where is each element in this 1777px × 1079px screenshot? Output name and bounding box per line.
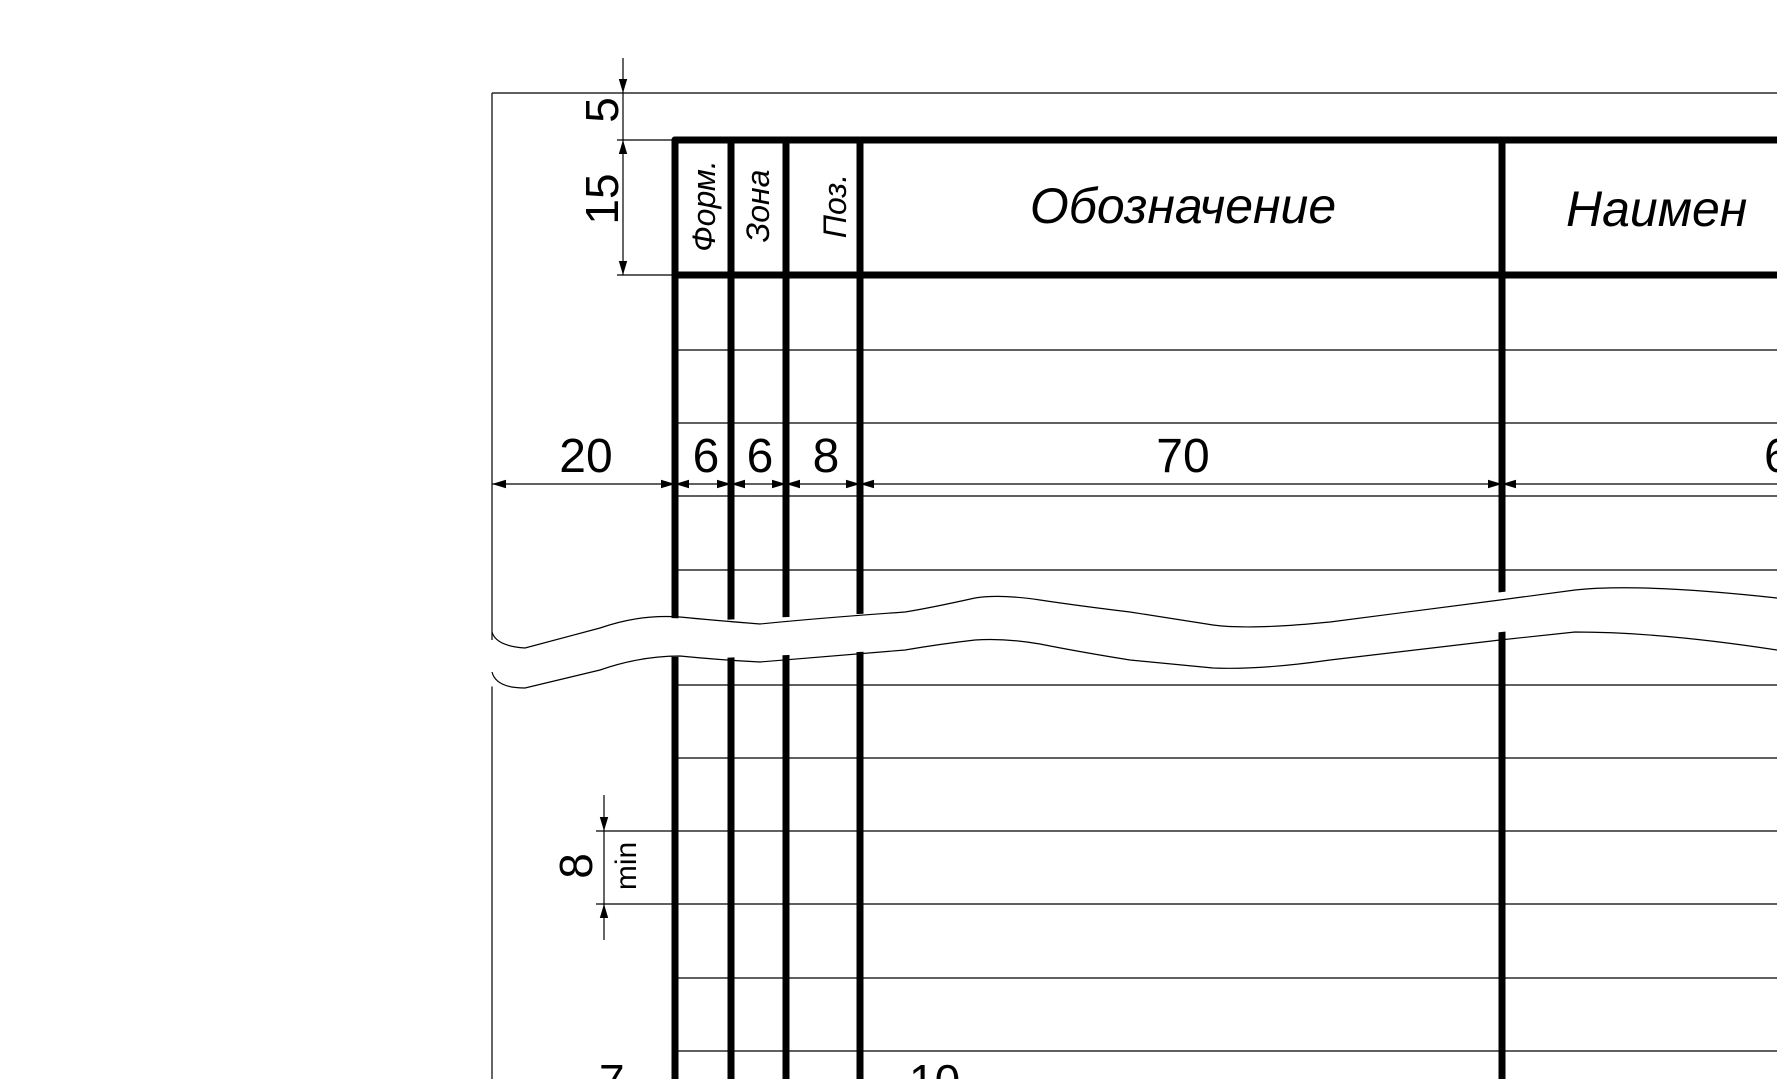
dim-row-height: 8: [550, 853, 602, 879]
dim-left-margin: 20: [559, 430, 612, 483]
dim-header-height: 15: [576, 173, 628, 224]
header-name-label: Наимен: [1566, 181, 1747, 237]
header-format-label: Форм.: [686, 160, 722, 252]
header-zone-label: Зона: [740, 170, 776, 243]
horizontal-dimension-row: 20 6 6 8 70 6: [492, 430, 1777, 489]
vertical-dimension-top: 5 15: [576, 58, 675, 276]
dim-format-width: 6: [693, 430, 720, 483]
dim-position-width: 8: [813, 430, 840, 483]
dim-bottom-left-partial: 7: [599, 1055, 625, 1079]
break-line-upper: [491, 587, 1777, 649]
upper-section: [491, 92, 1777, 644]
dim-designation-width: 70: [1156, 430, 1209, 483]
row-height-dimension: 8 min: [550, 795, 643, 940]
row-lines-upper: [675, 349, 1777, 571]
lower-section: [491, 630, 1777, 1079]
dim-zone-width: 6: [747, 430, 774, 483]
dim-bottom-mid-partial: 10: [909, 1055, 960, 1079]
dim-name-width-partial: 6: [1764, 430, 1777, 483]
break-line-lower: [491, 631, 1777, 689]
header-designation-label: Обозначение: [1030, 178, 1336, 234]
dim-row-height-note: min: [610, 842, 643, 890]
dim-top-gap: 5: [576, 97, 628, 123]
header-position-label: Поз.: [817, 174, 853, 238]
row-lines-lower: [596, 684, 1777, 1052]
